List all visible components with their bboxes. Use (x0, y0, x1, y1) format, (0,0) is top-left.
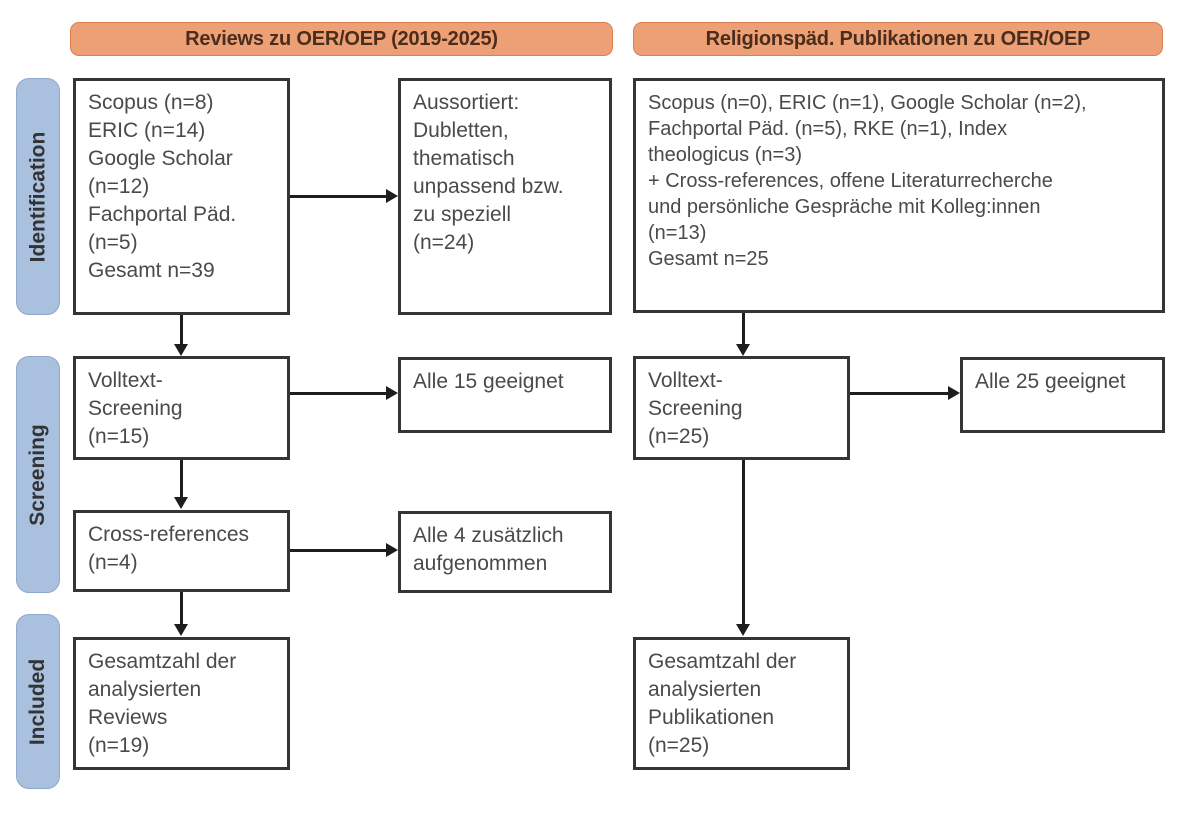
box-reviews-fulltext-screening: Volltext- Screening (n=15) (73, 356, 290, 460)
arrowhead-reviews-crossrefs-to-result (386, 543, 398, 557)
connector-religionspaed-sources-to-fulltext (742, 313, 745, 345)
stage-label-screening: Screening (16, 356, 60, 593)
box-religionspaed-sources: Scopus (n=0), ERIC (n=1), Google Scholar… (633, 78, 1165, 313)
box-reviews-excluded: Aussortiert: Dubletten, thematisch unpas… (398, 78, 612, 315)
box-reviews-included: Gesamtzahl der analysierten Reviews (n=1… (73, 637, 290, 770)
arrowhead-religionspaed-fulltext-to-result (948, 386, 960, 400)
box-reviews-sources: Scopus (n=8) ERIC (n=14) Google Scholar … (73, 78, 290, 315)
box-reviews-crossrefs: Cross-references (n=4) (73, 510, 290, 592)
connector-reviews-crossrefs-to-included (180, 592, 183, 625)
connector-reviews-fulltext-to-result (290, 392, 386, 395)
box-religionspaed-included: Gesamtzahl der analysierten Publikatione… (633, 637, 850, 770)
stage-label-included-text: Included (26, 658, 49, 745)
box-religionspaed-fulltext-screening: Volltext- Screening (n=25) (633, 356, 850, 460)
arrowhead-reviews-crossrefs-to-included (174, 624, 188, 636)
box-reviews-crossrefs-result: Alle 4 zusätzlich aufgenommen (398, 511, 612, 593)
connector-reviews-crossrefs-to-result (290, 549, 386, 552)
arrowhead-reviews-fulltext-to-crossrefs (174, 497, 188, 509)
column-header-religionspaed: Religionspäd. Publikationen zu OER/OEP (633, 22, 1163, 56)
arrowhead-religionspaed-sources-to-fulltext (736, 344, 750, 356)
arrowhead-reviews-sources-to-fulltext (174, 344, 188, 356)
stage-label-included: Included (16, 614, 60, 789)
stage-label-identification: Identification (16, 78, 60, 315)
box-religionspaed-fulltext-result: Alle 25 geeignet (960, 357, 1165, 433)
stage-label-screening-text: Screening (26, 423, 50, 526)
box-reviews-fulltext-result: Alle 15 geeignet (398, 357, 612, 433)
connector-religionspaed-fulltext-to-result (850, 392, 948, 395)
connector-reviews-fulltext-to-crossrefs (180, 460, 183, 498)
column-header-reviews: Reviews zu OER/OEP (2019-2025) (70, 22, 613, 56)
arrowhead-reviews-sources-to-excluded (386, 189, 398, 203)
connector-reviews-sources-to-excluded (290, 195, 386, 198)
connector-reviews-sources-to-fulltext (180, 315, 183, 345)
arrowhead-reviews-fulltext-to-result (386, 386, 398, 400)
connector-religionspaed-fulltext-to-included (742, 460, 745, 625)
arrowhead-religionspaed-fulltext-to-included (736, 624, 750, 636)
stage-label-identification-text: Identification (26, 131, 50, 262)
